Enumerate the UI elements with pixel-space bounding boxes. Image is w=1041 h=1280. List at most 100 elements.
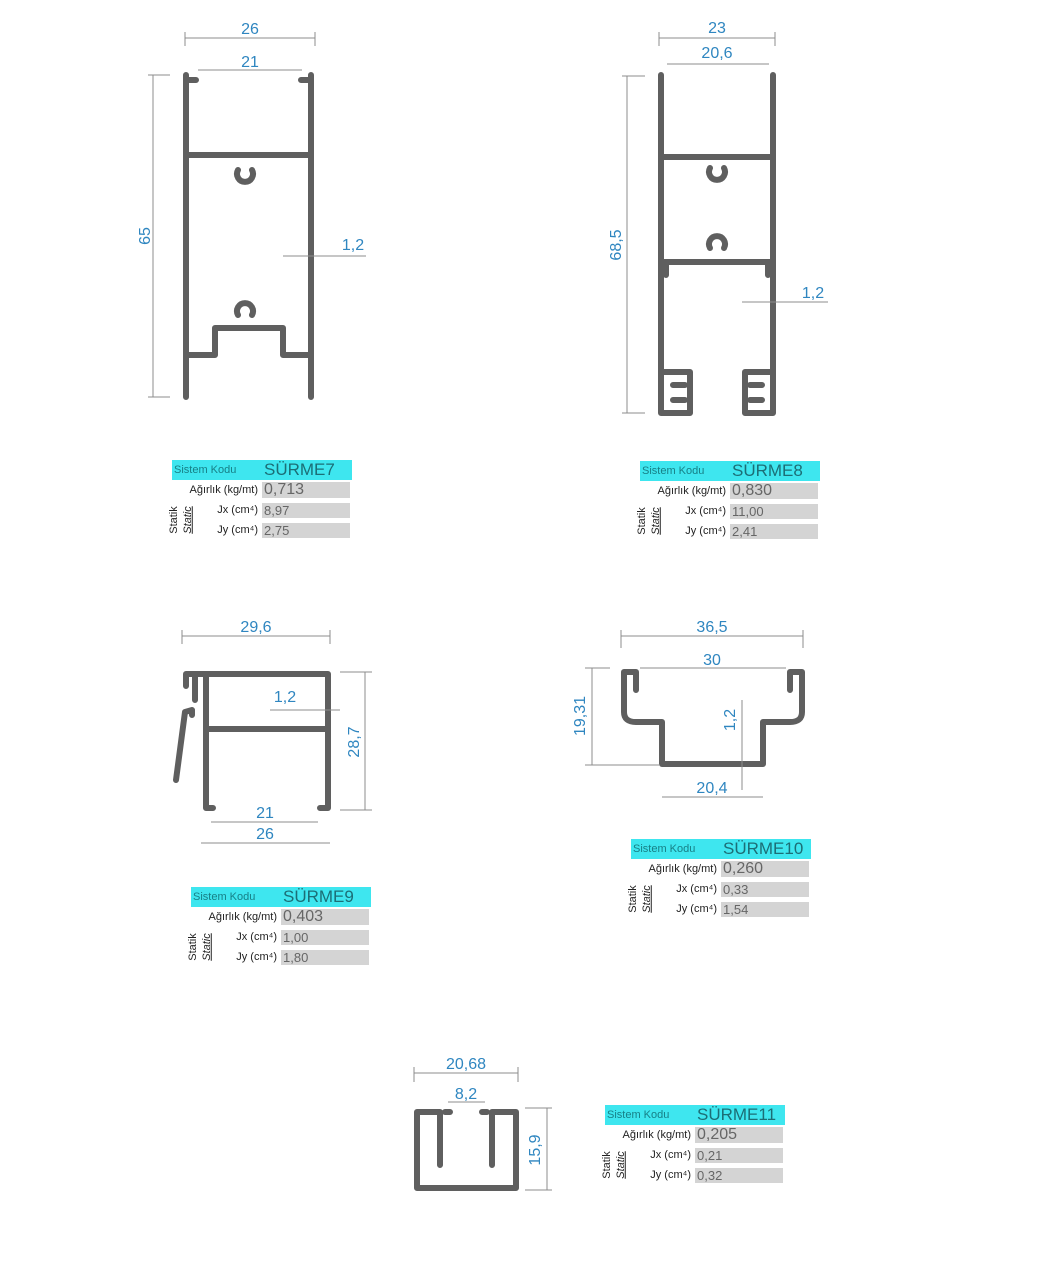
- jx-label: Jx (cm⁴): [685, 505, 726, 517]
- system-code-value: SÜRME9: [283, 887, 354, 906]
- system-code-label: Sistem Kodu: [174, 464, 237, 476]
- dim-width: 29,6: [240, 619, 271, 636]
- system-code-label: Sistem Kodu: [607, 1109, 670, 1121]
- dim-thickness: 1,2: [722, 709, 739, 731]
- dim-inner-width: 8,2: [455, 1086, 477, 1103]
- profile-surme8-drawing: 23 20,6 68,5 1,2: [608, 20, 828, 416]
- system-code-label: Sistem Kodu: [642, 465, 705, 477]
- system-code-value: SÜRME8: [732, 461, 803, 480]
- dim-height: 19,31: [572, 696, 589, 736]
- spec-table: Sistem Kodu SÜRME8 Ağırlık (kg/mt)0,830 J…: [636, 461, 820, 543]
- dim-inner-width: 30: [703, 652, 721, 669]
- static-text: Static: [614, 1151, 627, 1179]
- jx-row: Jx (cm⁴) 1,00: [191, 927, 371, 947]
- dim-thickness: 1,2: [802, 285, 824, 302]
- jy-value: 2,75: [262, 522, 350, 538]
- jx-row: Jx (cm⁴) 0,33: [631, 879, 811, 899]
- weight-label: Ağırlık (kg/mt): [622, 1129, 691, 1141]
- dim-thickness: 1,2: [342, 237, 364, 254]
- weight-row: Ağırlık (kg/mt) 0,713: [172, 480, 352, 500]
- jy-row: Jy (cm⁴)0,32: [605, 1165, 785, 1185]
- system-code-value: SÜRME11: [697, 1105, 777, 1124]
- jx-value: 11,00: [730, 503, 818, 519]
- weight-value: 0,830: [730, 483, 818, 499]
- jy-label: Jy (cm⁴): [236, 951, 277, 963]
- dim-height: 65: [137, 227, 154, 245]
- jy-label: Jy (cm⁴): [676, 903, 717, 915]
- static-text: Static: [181, 506, 194, 534]
- jx-value: 0,33: [721, 881, 809, 897]
- jx-row: Jx (cm⁴) 0,21: [605, 1145, 785, 1165]
- weight-label: Ağırlık (kg/mt): [189, 484, 258, 496]
- spec-table: Sistem Kodu SÜRME9 Ağırlık (kg/mt) 0,403 J…: [187, 887, 371, 969]
- jx-label: Jx (cm⁴): [676, 883, 717, 895]
- jy-row: Jy (cm⁴)2,41: [640, 521, 820, 541]
- weight-row: Ağırlık (kg/mt) 0,403: [191, 907, 371, 927]
- jy-row: Jy (cm⁴) 2,75: [172, 520, 352, 540]
- weight-row: Ağırlık (kg/mt) 0,205: [605, 1125, 785, 1145]
- jx-label: Jx (cm⁴): [236, 931, 277, 943]
- jy-value: 1,80: [281, 949, 369, 965]
- weight-row: Ağırlık (kg/mt) 0,260: [631, 859, 811, 879]
- static-text: Static: [640, 885, 653, 913]
- jx-label: Jx (cm⁴): [650, 1149, 691, 1161]
- dim-width: 20,68: [446, 1056, 486, 1073]
- jy-row: Jy (cm⁴) 1,80: [191, 947, 371, 967]
- jx-label: Jx (cm⁴): [217, 504, 258, 516]
- jy-value: 2,41: [730, 523, 818, 539]
- dim-inner-width: 20,6: [701, 45, 732, 62]
- weight-value: 0,260: [721, 861, 809, 877]
- jx-row: Jx (cm⁴) 11,00: [640, 501, 820, 521]
- dim-inner-width: 21: [241, 54, 259, 71]
- dim-width: 23: [708, 20, 726, 37]
- weight-row: Ağırlık (kg/mt)0,830: [640, 481, 820, 501]
- weight-value: 0,205: [695, 1127, 783, 1143]
- statik-text: Statik: [635, 507, 648, 535]
- static-text: Static: [200, 933, 213, 961]
- jy-row: Jy (cm⁴) 1,54: [631, 899, 811, 919]
- dim-height: 28,7: [346, 726, 363, 757]
- spec-header: Sistem Kodu SÜRME11: [605, 1105, 785, 1125]
- weight-value: 0,713: [262, 482, 350, 498]
- jy-value: 1,54: [721, 901, 809, 917]
- dim-width: 26: [241, 21, 259, 38]
- static-text: Static: [649, 507, 662, 535]
- dim-height: 15,9: [527, 1134, 544, 1165]
- statik-text: Statik: [626, 885, 639, 913]
- jx-row: Jx (cm⁴) 8,97: [172, 500, 352, 520]
- dim-base-width: 26: [256, 826, 274, 843]
- weight-label: Ağırlık (kg/mt): [648, 863, 717, 875]
- profile-surme7-drawing: 26 21 65 1,2: [137, 21, 366, 400]
- spec-header: Sistem Kodu SÜRME8: [640, 461, 820, 481]
- profile-surme11-drawing: 20,68 8,2 15,9: [413, 1056, 552, 1191]
- dim-inner-width: 21: [256, 805, 274, 822]
- weight-value: 0,403: [281, 909, 369, 925]
- jy-label: Jy (cm⁴): [650, 1169, 691, 1181]
- spec-header: Sistem Kodu SÜRME9: [191, 887, 371, 907]
- profile-surme10-drawing: 36,5 30 19,31 1,2 20,4: [572, 619, 805, 798]
- weight-label: Ağırlık (kg/mt): [208, 911, 277, 923]
- statik-text: Statik: [167, 506, 180, 534]
- jx-value: 0,21: [695, 1147, 783, 1163]
- profile-surme9-drawing: 29,6 1,2 28,7 21 26: [173, 619, 372, 844]
- statik-text: Statik: [600, 1151, 613, 1179]
- jx-value: 8,97: [262, 502, 350, 518]
- statik-text: Statik: [186, 933, 199, 961]
- dim-channel-width: 20,4: [696, 780, 727, 797]
- dim-width: 36,5: [696, 619, 727, 636]
- jx-value: 1,00: [281, 929, 369, 945]
- dim-height: 68,5: [608, 229, 625, 260]
- system-code-label: Sistem Kodu: [193, 891, 256, 903]
- jy-label: Jy (cm⁴): [217, 524, 258, 536]
